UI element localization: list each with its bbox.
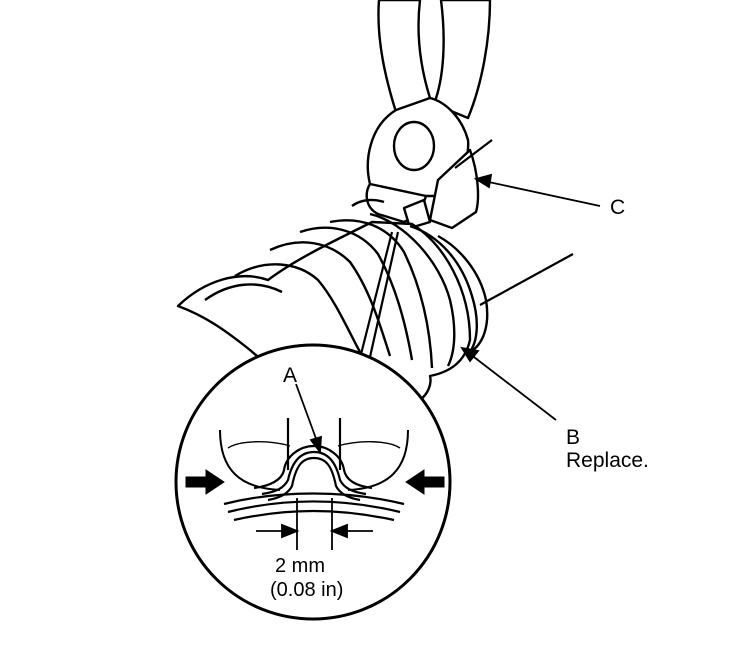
crimped-band bbox=[253, 418, 373, 502]
callout-b-label: B bbox=[566, 426, 580, 449]
measurement-metric: 2 mm bbox=[275, 555, 325, 577]
callout-a-label: A bbox=[283, 364, 297, 387]
magnifier-leaders bbox=[356, 231, 400, 367]
callout-b-leader bbox=[460, 346, 557, 421]
squeeze-arrows bbox=[185, 469, 445, 495]
callout-c-label: C bbox=[610, 196, 625, 219]
callout-b-note: Replace. bbox=[566, 449, 649, 472]
callout-c-leader bbox=[473, 173, 601, 207]
shaft-lines bbox=[454, 139, 574, 306]
pliers-tool bbox=[365, 0, 492, 230]
measurement-imperial: (0.08 in) bbox=[270, 579, 343, 601]
shaft-surface bbox=[223, 492, 405, 522]
detail-magnifier bbox=[174, 343, 452, 621]
dimension-lines bbox=[256, 498, 373, 550]
cv-boot bbox=[176, 198, 489, 411]
callout-a-leader bbox=[295, 383, 322, 455]
detail-boot-shape bbox=[219, 429, 409, 491]
